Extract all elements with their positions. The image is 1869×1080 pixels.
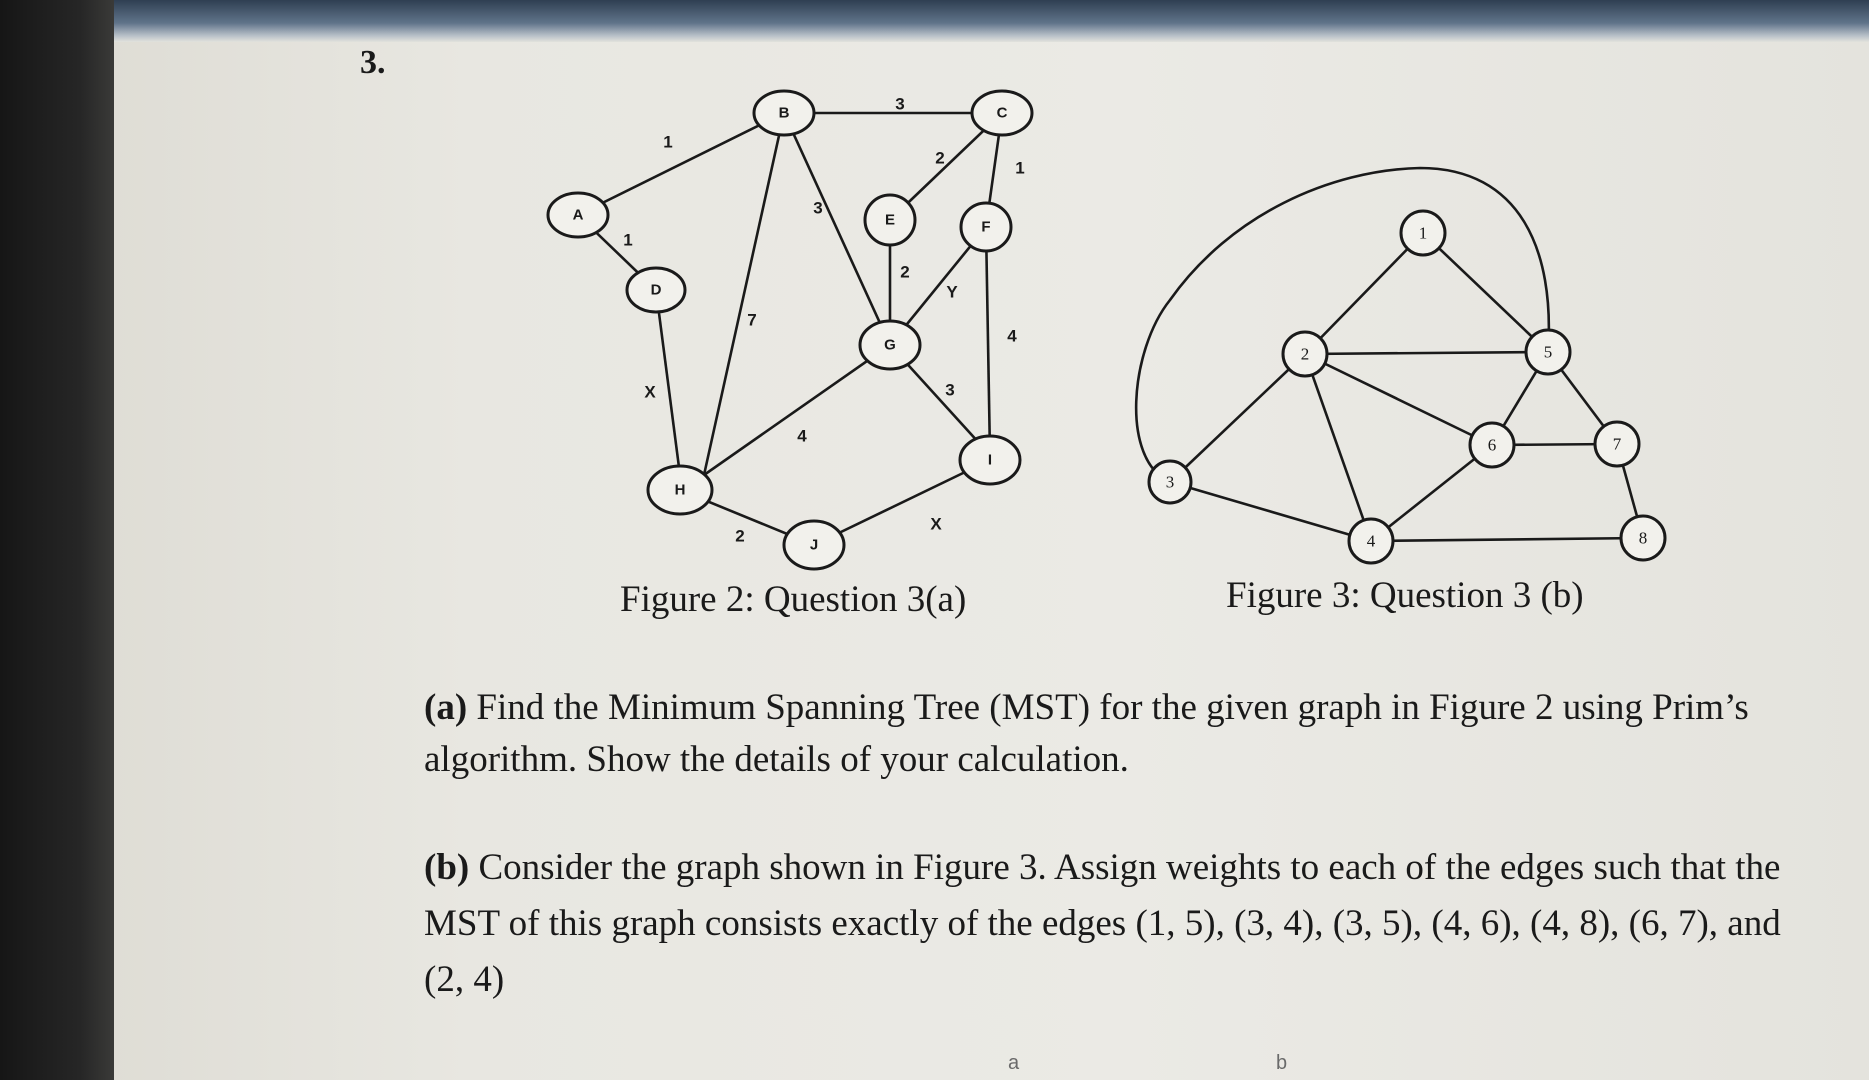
svg-text:3: 3 [1166, 473, 1175, 492]
node-5: 5 [1524, 328, 1572, 376]
edge-A-B [577, 111, 785, 217]
node-C: C [970, 89, 1034, 137]
figure-b-caption: Figure 3: Question 3 (b) [1226, 575, 1584, 616]
edge-3-4 [1169, 480, 1372, 543]
svg-text:D: D [651, 282, 662, 299]
node-6: 6 [1468, 421, 1516, 469]
svg-text:5: 5 [1544, 343, 1553, 362]
weight-C-E: 2 [935, 149, 944, 168]
edge-6-4 [1370, 443, 1493, 543]
weight-F-G: Y [946, 283, 958, 302]
edge-2-4 [1303, 353, 1373, 542]
node-J: J [782, 519, 846, 571]
edge-F-I [984, 226, 992, 456]
svg-text:J: J [810, 537, 818, 554]
weight-B-H: 7 [747, 311, 756, 330]
node-F: F [959, 201, 1013, 253]
question-number: 3. [360, 44, 386, 81]
weight-A-D: 1 [623, 231, 632, 250]
edge-J-I [813, 458, 991, 547]
node-I: I [958, 434, 1022, 486]
svg-text:F: F [981, 219, 990, 236]
footer-letter-a: a [1008, 1052, 1020, 1074]
node-E: E [863, 193, 917, 247]
node-7: 7 [1593, 420, 1641, 468]
edge-2-6 [1304, 352, 1493, 447]
edge-3-5-curve [1134, 166, 1551, 484]
weight-G-I: 3 [945, 381, 954, 400]
edge-1-5 [1422, 232, 1549, 353]
node-1: 1 [1399, 209, 1447, 257]
edge-D-H [654, 289, 682, 476]
svg-text:2: 2 [1301, 345, 1310, 364]
svg-text:I: I [988, 452, 992, 469]
figure-b-graph: 1 2 3 4 5 6 7 [1134, 166, 1667, 565]
weight-J-I: X [930, 515, 942, 534]
svg-text:C: C [997, 105, 1008, 122]
weight-B-G: 3 [813, 199, 822, 218]
figure-a-caption: Figure 2: Question 3(a) [620, 579, 967, 620]
node-2: 2 [1281, 330, 1329, 378]
node-4: 4 [1347, 517, 1395, 565]
edge-2-3 [1169, 353, 1306, 483]
weight-D-H: X [644, 383, 656, 402]
svg-text:B: B [779, 105, 790, 122]
node-D: D [625, 266, 687, 314]
weight-C-F: 1 [1015, 159, 1024, 178]
node-H: H [646, 464, 714, 516]
part-b-paragraph: (b) Consider the graph shown in Figure 3… [424, 840, 1824, 1008]
node-B: B [752, 89, 816, 137]
node-3: 3 [1147, 459, 1193, 505]
svg-text:7: 7 [1613, 435, 1622, 454]
monitor-bezel-top [114, 0, 1869, 42]
svg-text:H: H [675, 482, 686, 499]
weight-G-H: 4 [797, 427, 807, 446]
svg-text:1: 1 [1419, 224, 1428, 243]
node-8: 8 [1619, 514, 1667, 562]
part-a-paragraph: (a) Find the Minimum Spanning Tree (MST)… [424, 682, 1824, 786]
weight-F-I: 4 [1007, 327, 1017, 346]
weight-E-G: 2 [900, 263, 909, 282]
svg-text:6: 6 [1488, 436, 1497, 455]
svg-text:G: G [884, 337, 896, 354]
edge-B-G [782, 112, 892, 346]
monitor-bezel-left [0, 0, 114, 1080]
svg-text:A: A [573, 207, 584, 224]
node-A: A [546, 191, 610, 239]
part-a-text: Find the Minimum Spanning Tree (MST) for… [424, 687, 1749, 780]
weight-A-B: 1 [663, 133, 672, 152]
edge-G-H [703, 343, 891, 477]
weight-H-J: 2 [735, 527, 744, 546]
edge-4-8 [1370, 536, 1644, 543]
node-G: G [858, 319, 922, 371]
svg-text:E: E [885, 212, 895, 229]
part-a-label: (a) [424, 687, 468, 728]
edge-1-2 [1304, 232, 1424, 355]
edge-B-H [702, 112, 786, 476]
svg-text:8: 8 [1639, 529, 1648, 548]
part-b-text: Consider the graph shown in Figure 3. As… [424, 847, 1781, 1000]
weight-B-C: 3 [895, 95, 904, 114]
figure-a-graph: 1 1 3 3 7 2 1 2 Y 4 X 4 3 2 X A B [546, 89, 1034, 571]
svg-text:4: 4 [1367, 532, 1376, 551]
footer-letter-b: b [1276, 1052, 1288, 1074]
part-b-label: (b) [424, 847, 470, 888]
edge-2-5 [1304, 350, 1549, 356]
